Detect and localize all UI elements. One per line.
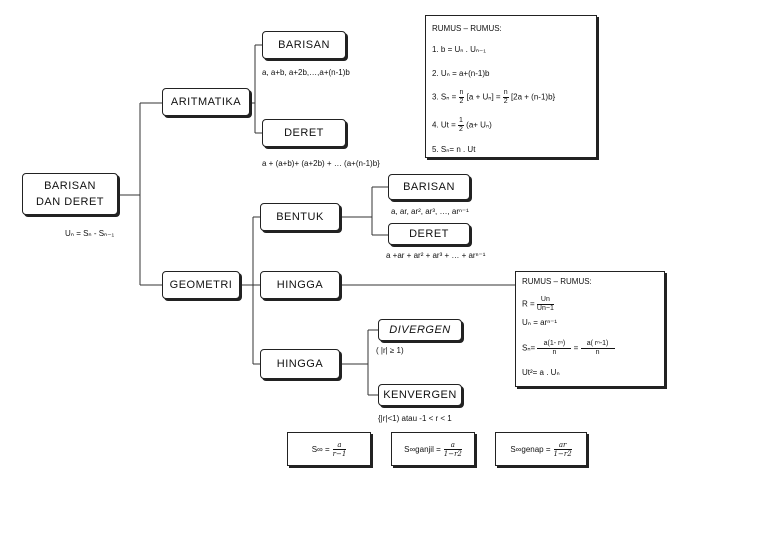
geometri-barisan-formula: a, ar, ar², ar³, …, arⁿ⁻¹ xyxy=(391,207,469,216)
divergen-node: DIVERGEN xyxy=(378,319,462,341)
bentuk-node: BENTUK xyxy=(260,203,340,231)
geometri-deret-label: DERET xyxy=(409,228,449,240)
fraction-sn-2: a( rⁿ-1)n xyxy=(580,340,615,357)
aritmatika-barisan-formula: a, a+b, a+2b,…,a+(n-1)b xyxy=(262,68,350,77)
bentuk-label: BENTUK xyxy=(276,211,324,223)
aritmatika-rumus-1: 1. b = Uₙ . Uₙ₋₁ xyxy=(432,45,486,54)
konvergen-node: KENVERGEN xyxy=(378,384,462,406)
geometri-barisan-label: BARISAN xyxy=(403,181,455,193)
aritmatika-node: ARITMATIKA xyxy=(162,88,250,116)
aritmatika-rumus-5: 5. Sₙ= n . Ut xyxy=(432,145,476,154)
hingga-node-1: HINGGA xyxy=(260,271,340,299)
fraction-sn-1: a(1- rⁿ)n xyxy=(537,340,572,357)
root-node: BARISAN DAN DERET xyxy=(22,173,118,215)
konvergen-label: KENVERGEN xyxy=(383,389,457,401)
root-formula: Uₙ = Sₙ - Sₙ₋₁ xyxy=(65,229,115,238)
geometri-node: GEOMETRI xyxy=(162,271,240,299)
divergen-label: DIVERGEN xyxy=(389,324,451,336)
geometri-rumus-un: Uₙ = arⁿ⁻¹ xyxy=(522,318,557,327)
geometri-deret-node: DERET xyxy=(388,223,470,245)
geometri-rumus-title: RUMUS – RUMUS: xyxy=(522,277,592,286)
aritmatika-rumus-2: 2. Uₙ = a+(n-1)b xyxy=(432,69,490,78)
konvergen-condition: {|r|<1) atau -1 < r < 1 xyxy=(378,414,452,423)
aritmatika-label: ARITMATIKA xyxy=(170,96,242,108)
geometri-barisan-node: BARISAN xyxy=(388,174,470,200)
geometri-deret-formula: a +ar + ar² + ar³ + … + arⁿ⁻¹ xyxy=(386,251,486,260)
aritmatika-barisan-node: BARISAN xyxy=(262,31,346,59)
root-label: BARISAN DAN DERET xyxy=(35,180,105,208)
aritmatika-deret-label: DERET xyxy=(284,127,324,139)
aritmatika-rumus-title: RUMUS – RUMUS: xyxy=(432,24,502,33)
aritmatika-deret-node: DERET xyxy=(262,119,346,147)
aritmatika-rumus-box: RUMUS – RUMUS: 1. b = Uₙ . Uₙ₋₁ 2. Uₙ = … xyxy=(425,15,597,158)
geometri-label: GEOMETRI xyxy=(169,279,233,291)
aritmatika-deret-formula: a + (a+b)+ (a+2b) + … (a+(n-1)b} xyxy=(262,159,380,168)
aritmatika-barisan-label: BARISAN xyxy=(278,39,330,51)
geometri-rumus-ut: Ut²= a . Uₙ xyxy=(522,368,560,377)
geometri-rumus-sn: Sₙ= a(1- rⁿ)n = a( rⁿ-1)n xyxy=(522,340,615,357)
hingga-node-2: HINGGA xyxy=(260,349,340,379)
divergen-condition: ( |r| ≥ 1) xyxy=(376,346,404,355)
hingga-label-1: HINGGA xyxy=(276,279,324,291)
hingga-label-2: HINGGA xyxy=(276,358,324,370)
